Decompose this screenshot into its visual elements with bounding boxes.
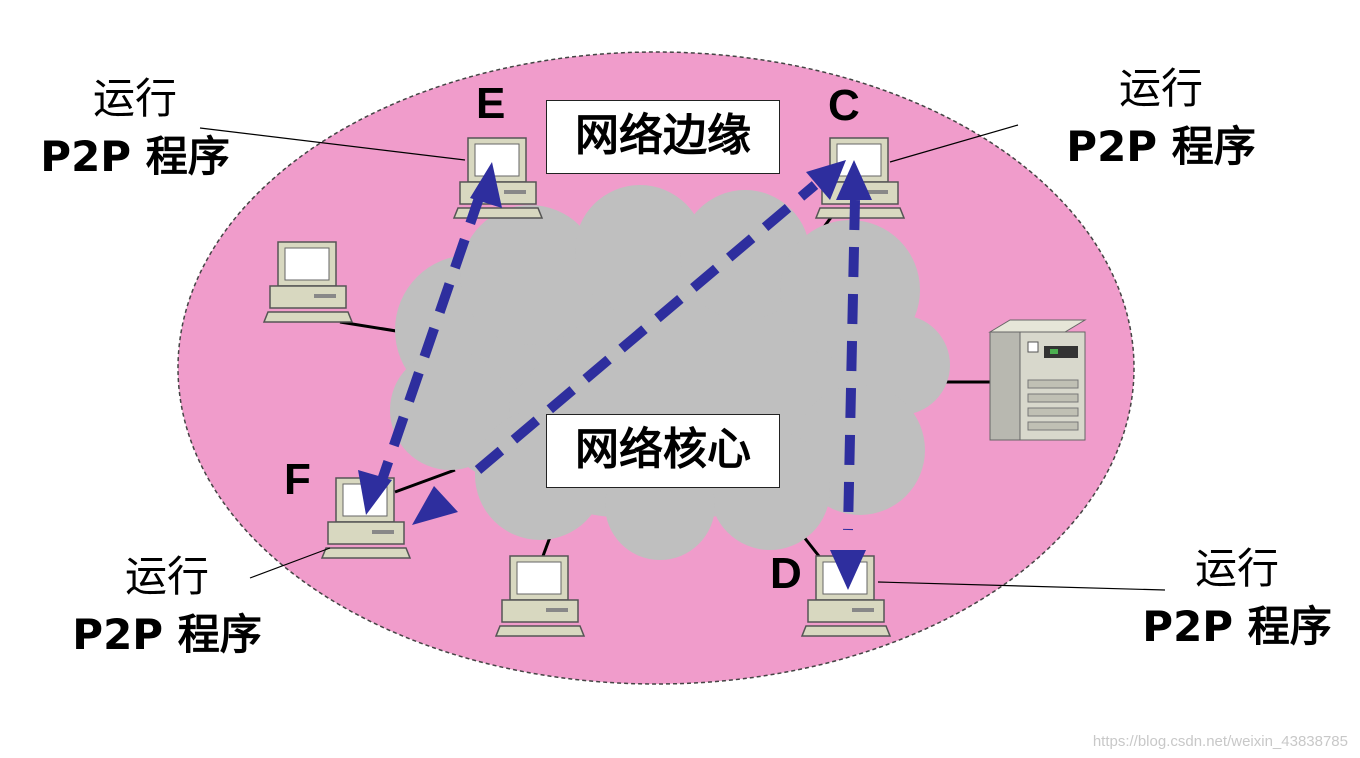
callout-lines xyxy=(199,124,1166,591)
caption-c-line1: 运行 xyxy=(1118,64,1203,113)
host-label-e: E xyxy=(476,79,506,128)
server-tower-icon xyxy=(988,319,1087,441)
watermark: https://blog.csdn.net/weixin_43838785 xyxy=(1092,733,1348,750)
host-label-d: D xyxy=(770,549,802,598)
caption-d-line2: P2P 程序 xyxy=(1142,602,1332,651)
caption-f-line1: 运行 xyxy=(124,552,209,601)
network-edge-label: 网络边缘 xyxy=(546,100,780,174)
host-label-f: F xyxy=(284,455,311,504)
caption-c-line2: P2P 程序 xyxy=(1066,122,1256,171)
caption-f-line2: P2P 程序 xyxy=(72,610,262,659)
caption-f: 运行 P2P 程序 xyxy=(52,548,282,664)
caption-d: 运行 P2P 程序 xyxy=(1122,540,1352,656)
host-label-c: C xyxy=(828,81,860,130)
caption-d-line1: 运行 xyxy=(1194,544,1279,593)
network-core-label: 网络核心 xyxy=(546,414,780,488)
caption-e-line2: P2P 程序 xyxy=(40,132,230,181)
caption-e-line1: 运行 xyxy=(92,74,177,123)
p2p-arrows xyxy=(377,181,860,531)
arrowheads xyxy=(358,160,872,590)
caption-e: 运行 P2P 程序 xyxy=(20,70,250,186)
caption-c: 运行 P2P 程序 xyxy=(1046,60,1276,176)
